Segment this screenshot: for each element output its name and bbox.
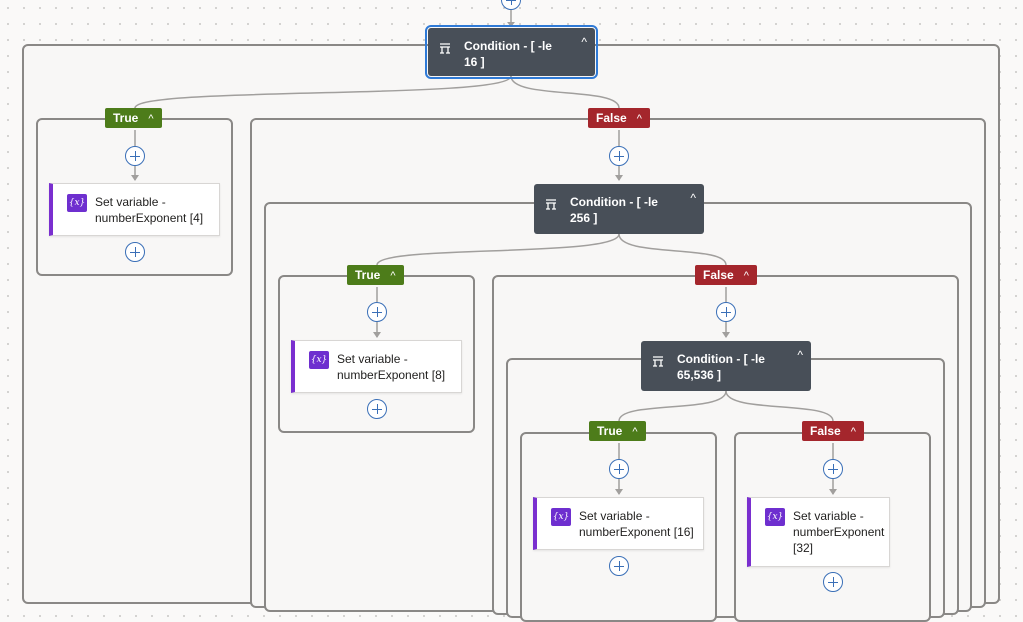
condition-title: Condition - [ -le 256 ] <box>570 195 658 225</box>
false-branch-label: False <box>596 111 627 125</box>
condition-card-3[interactable]: Condition - [ -le 65,536 ] ^ <box>641 341 811 391</box>
true-branch-label: True <box>113 111 139 125</box>
condition-icon <box>440 43 450 54</box>
add-step-button[interactable] <box>125 242 145 262</box>
collapse-chevron-icon: ^ <box>390 270 396 282</box>
add-step-button[interactable] <box>125 146 145 166</box>
collapse-chevron-icon[interactable]: ^ <box>581 35 587 49</box>
true-branch-label: True <box>597 424 623 438</box>
add-step-button[interactable] <box>823 459 843 479</box>
false-branch-badge-1[interactable]: False ^ <box>588 108 650 128</box>
collapse-chevron-icon: ^ <box>632 426 638 438</box>
add-step-button[interactable] <box>716 302 736 322</box>
collapse-chevron-icon: ^ <box>743 270 749 282</box>
variable-icon: {x} <box>309 351 329 369</box>
condition-title: Condition - [ -le 16 ] <box>464 39 552 69</box>
add-step-button[interactable] <box>367 399 387 419</box>
add-step-button[interactable] <box>609 146 629 166</box>
true-branch-label: True <box>355 268 381 282</box>
condition-card-2[interactable]: Condition - [ -le 256 ] ^ <box>534 184 704 234</box>
set-variable-card-2[interactable]: {x} Set variable - numberExponent [8] <box>291 340 462 393</box>
collapse-chevron-icon: ^ <box>148 113 154 125</box>
action-title: Set variable - numberExponent [32] <box>793 509 885 555</box>
variable-icon: {x} <box>67 194 87 212</box>
add-step-button[interactable] <box>367 302 387 322</box>
add-step-button[interactable] <box>609 459 629 479</box>
action-title: Set variable - numberExponent [8] <box>337 352 446 382</box>
condition-title: Condition - [ -le 65,536 ] <box>677 352 765 382</box>
set-variable-card-1[interactable]: {x} Set variable - numberExponent [4] <box>49 183 220 236</box>
false-branch-badge-2[interactable]: False ^ <box>695 265 757 285</box>
condition-icon <box>546 199 556 210</box>
set-variable-card-4[interactable]: {x} Set variable - numberExponent [32] <box>747 497 890 567</box>
true-branch-badge-3[interactable]: True ^ <box>589 421 646 441</box>
true-branch-badge-2[interactable]: True ^ <box>347 265 404 285</box>
collapse-chevron-icon: ^ <box>850 426 856 438</box>
add-step-button[interactable] <box>823 572 843 592</box>
collapse-chevron-icon[interactable]: ^ <box>797 348 803 362</box>
false-branch-label: False <box>703 268 734 282</box>
condition-card-1[interactable]: Condition - [ -le 16 ] ^ <box>425 25 598 79</box>
true-branch-badge-1[interactable]: True ^ <box>105 108 162 128</box>
variable-icon: {x} <box>765 508 785 526</box>
condition-icon <box>653 356 663 367</box>
false-branch-badge-3[interactable]: False ^ <box>802 421 864 441</box>
connector-lines <box>131 10 837 495</box>
collapse-chevron-icon[interactable]: ^ <box>690 191 696 205</box>
add-step-button[interactable] <box>609 556 629 576</box>
collapse-chevron-icon: ^ <box>636 113 642 125</box>
action-title: Set variable - numberExponent [16] <box>579 509 694 539</box>
action-title: Set variable - numberExponent [4] <box>95 195 204 225</box>
set-variable-card-3[interactable]: {x} Set variable - numberExponent [16] <box>533 497 704 550</box>
variable-icon: {x} <box>551 508 571 526</box>
false-branch-label: False <box>810 424 841 438</box>
